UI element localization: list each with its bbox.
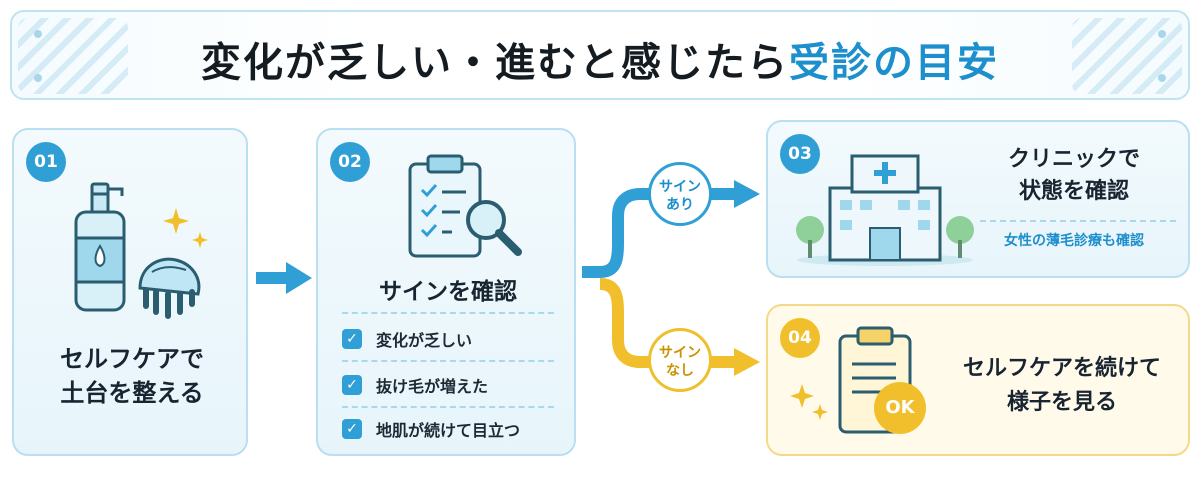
check-item-text: 地肌が続けて目立つ (376, 421, 521, 440)
decor-dot (34, 30, 42, 38)
hospital-icon (796, 154, 974, 266)
step-01-badge: 01 (26, 142, 66, 182)
check-item-text: 抜け毛が増えた (376, 377, 489, 396)
checkbox-icon: ✓ (342, 375, 362, 395)
divider (980, 220, 1176, 222)
step-03-line1: クリニックで (1007, 147, 1140, 172)
divider (342, 312, 554, 314)
step-03-card: 03 クリニックで 状態を確認 女性の薄毛診療も確認 (766, 120, 1190, 278)
page-title: 変化が乏しい・進むと感じたら受診の目安 (12, 30, 1188, 88)
ok-badge-icon: OK (874, 382, 926, 434)
step-03-line2: 状態を確認 (1018, 179, 1129, 204)
branch-connector (582, 180, 760, 376)
branch-no-line2: なし (666, 363, 694, 379)
decor-dot (34, 74, 42, 82)
step-01-label: セルフケアで 土台を整える (14, 342, 250, 410)
step-02-heading: サインを確認 (379, 279, 517, 305)
arrow-right-icon (256, 262, 312, 294)
divider (342, 406, 554, 408)
branch-yes-line2: あり (666, 197, 694, 213)
check-item: ✓ 地肌が続けて目立つ (342, 414, 556, 444)
title-accent: 受診 (789, 40, 873, 86)
branch-yes-line1: サイン (659, 179, 701, 195)
sparkle-icon (790, 384, 828, 420)
magnifier-icon (466, 200, 522, 256)
step-04-badge: 04 (780, 318, 820, 358)
step-04-card: 04 OK セルフケアを続けて 様子を見る (766, 304, 1190, 456)
step-03-badge: 03 (780, 134, 820, 174)
checkbox-icon: ✓ (342, 419, 362, 439)
step-03-note: 女性の薄毛診療も確認 (1004, 233, 1144, 249)
scalp-brush-icon (138, 257, 201, 319)
step-01-line2: 土台を整える (60, 379, 204, 407)
step-03-label: クリニックで 状態を確認 (964, 144, 1184, 208)
decor-dot (1158, 30, 1166, 38)
decor-dot (1158, 74, 1166, 82)
branch-no-label: サイン なし (648, 328, 712, 392)
step-04-label: セルフケアを続けて 様子を見る (944, 352, 1180, 420)
step-01-line1: セルフケアで (60, 345, 204, 373)
check-item-text: 変化が乏しい (376, 331, 473, 350)
divider (342, 360, 554, 362)
check-item: ✓ 変化が乏しい (342, 324, 556, 354)
step-04-line2: 様子を見る (1006, 390, 1117, 415)
title-banner: 変化が乏しい・進むと感じたら受診の目安 (10, 10, 1190, 100)
pump-bottle-icon (74, 182, 126, 312)
branch-yes-label: サイン あり (648, 162, 712, 226)
branch-no-line1: サイン (659, 345, 701, 361)
step-04-line1: セルフケアを続けて (962, 356, 1161, 381)
title-part1: 変化が乏しい・進むと感じたら (201, 40, 789, 86)
sparkle-icon (163, 208, 208, 248)
step-02-badge: 02 (330, 142, 370, 182)
title-part2: の目安 (873, 40, 999, 86)
step-02-card: 02 サインを確認 ✓ 変化が乏しい ✓ 抜け毛が増えた ✓ 地肌が続けて目立つ (316, 128, 576, 456)
check-item: ✓ 抜け毛が増えた (342, 370, 556, 400)
checkbox-icon: ✓ (342, 329, 362, 349)
step-01-card: 01 セルフケアで 土台を整える (12, 128, 248, 456)
